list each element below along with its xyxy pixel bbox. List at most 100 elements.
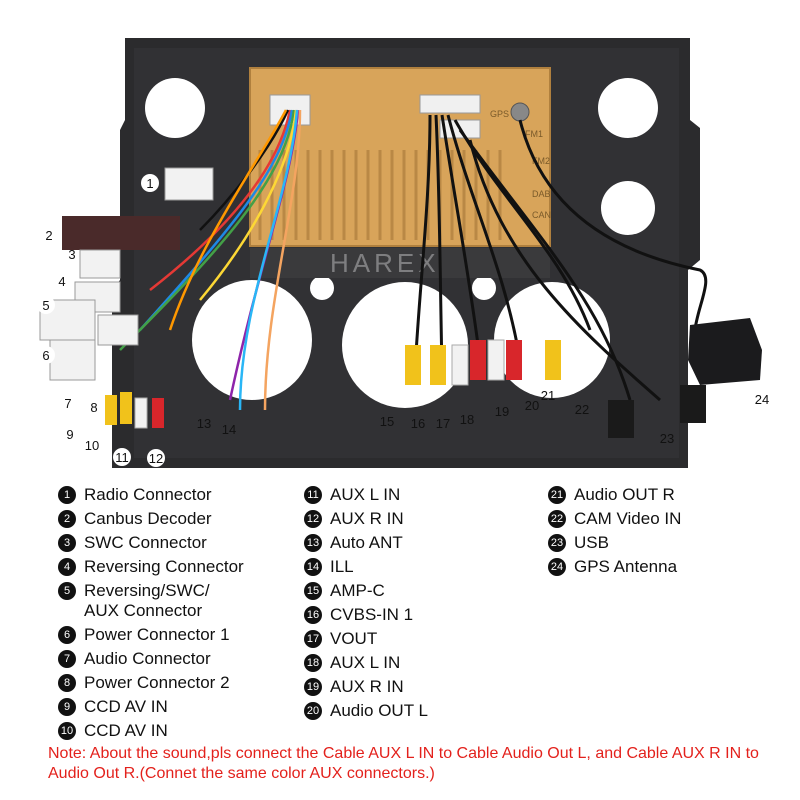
legend-label: USB (574, 533, 609, 552)
callout-1: 1 (146, 176, 153, 191)
callout-9: 9 (66, 427, 73, 442)
connectors (39, 167, 214, 381)
legend-number-badge: 23 (548, 534, 566, 552)
legend-label: AUX L IN (330, 485, 401, 504)
legend-number-badge: 17 (304, 630, 322, 648)
legend-number-badge: 8 (58, 674, 76, 692)
callout-19: 19 (495, 404, 509, 419)
port-label-3: DAB (532, 189, 551, 199)
callout-23: 23 (660, 431, 674, 446)
legend-label: CCD AV IN (84, 697, 168, 716)
legend-number-badge: 6 (58, 626, 76, 644)
legend-number-badge: 15 (304, 582, 322, 600)
legend-item: 18 AUX L IN (304, 653, 428, 673)
legend-label: Reversing Connector (84, 557, 244, 576)
callout-10: 10 (85, 438, 99, 453)
legend-label: Auto ANT (330, 533, 403, 552)
legend-number-badge: 21 (548, 486, 566, 504)
wire-harness (119, 109, 708, 411)
wiring-photo: GPS FM1 FM2 DAB CAN HAREX (37, 38, 770, 468)
legend-label: Audio OUT L (330, 701, 428, 720)
legend: 1 Radio Connector 2 Canbus Decoder 3 SWC Conn… (0, 485, 800, 740)
legend-label: Power Connector 2 (84, 673, 230, 692)
legend-number-badge: 24 (548, 558, 566, 576)
legend-number-badge: 9 (58, 698, 76, 716)
legend-number-badge: 18 (304, 654, 322, 672)
legend-number-badge: 22 (548, 510, 566, 528)
note-text: Note: About the sound,pls connect the Ca… (48, 745, 759, 782)
legend-label: ILL (330, 557, 354, 576)
legend-label: AMP-C (330, 581, 385, 600)
legend-label: AUX R IN (330, 677, 404, 696)
legend-number-badge: 1 (58, 486, 76, 504)
legend-item: 17 VOUT (304, 629, 428, 649)
legend-column-1: 1 Radio Connector 2 Canbus Decoder 3 SWC Conn… (58, 485, 244, 745)
legend-number-badge: 2 (58, 510, 76, 528)
callout-12: 12 (149, 451, 163, 466)
callout-15: 15 (380, 414, 394, 429)
legend-number-badge: 11 (304, 486, 322, 504)
callout-13: 13 (197, 416, 211, 431)
legend-label: Canbus Decoder (84, 509, 212, 528)
legend-label: SWC Connector (84, 533, 207, 552)
legend-item: 23 USB (548, 533, 681, 553)
legend-number-badge: 13 (304, 534, 322, 552)
callout-7: 7 (64, 396, 71, 411)
callout-3: 3 (68, 247, 75, 262)
legend-label: CCD AV IN (84, 721, 168, 740)
legend-item: 6 Power Connector 1 (58, 625, 244, 645)
legend-item: 3 SWC Connector (58, 533, 244, 553)
legend-label: Radio Connector (84, 485, 212, 504)
gps-port-label: GPS (490, 109, 509, 119)
legend-label: AUX L IN (330, 653, 401, 672)
legend-number-badge: 7 (58, 650, 76, 668)
legend-item: 5 Reversing/SWC/ AUX Connector (58, 581, 244, 621)
callout-22: 22 (575, 402, 589, 417)
callout-17: 17 (436, 416, 450, 431)
callout-labels: 1 2 3 4 5 6 7 8 9 10 11 12 13 14 15 16 1… (37, 174, 769, 467)
legend-item: 1 Radio Connector (58, 485, 244, 505)
legend-item: 9 CCD AV IN (58, 697, 244, 717)
legend-item: 14 ILL (304, 557, 428, 577)
fm-port-label: FM1 (525, 129, 543, 139)
callout-21: 21 (541, 388, 555, 403)
callout-4: 4 (58, 274, 65, 289)
callout-16: 16 (411, 416, 425, 431)
legend-item: 2 Canbus Decoder (58, 509, 244, 529)
callout-8: 8 (90, 400, 97, 415)
callout-24: 24 (755, 392, 769, 407)
callout-11: 11 (115, 450, 129, 465)
legend-item: 13 Auto ANT (304, 533, 428, 553)
legend-label: VOUT (330, 629, 378, 648)
legend-label: Audio Connector (84, 649, 211, 668)
callout-6: 6 (42, 348, 49, 363)
callout-20: 20 (525, 398, 539, 413)
watermark: HAREX (330, 248, 440, 278)
callout-14: 14 (222, 422, 236, 437)
legend-label: AUX R IN (330, 509, 404, 528)
legend-item: 12 AUX R IN (304, 509, 428, 529)
legend-label: Power Connector 1 (84, 625, 230, 644)
port-label-2: FM2 (532, 156, 550, 166)
legend-item: 22 CAM Video IN (548, 509, 681, 529)
legend-number-badge: 12 (304, 510, 322, 528)
legend-number-badge: 20 (304, 702, 322, 720)
legend-number-badge: 4 (58, 558, 76, 576)
rca-plugs (105, 318, 762, 438)
callout-5: 5 (42, 298, 49, 313)
legend-number-badge: 14 (304, 558, 322, 576)
callout-18: 18 (460, 412, 474, 427)
callout-2: 2 (45, 228, 52, 243)
legend-label: CAM Video IN (574, 509, 682, 528)
legend-item: 4 Reversing Connector (58, 557, 244, 577)
legend-number-badge: 3 (58, 534, 76, 552)
legend-number-badge: 5 (58, 582, 76, 600)
legend-item: 7 Audio Connector (58, 649, 244, 669)
legend-label: Reversing/SWC/ AUX Connector (84, 581, 210, 620)
legend-item: 8 Power Connector 2 (58, 673, 244, 693)
